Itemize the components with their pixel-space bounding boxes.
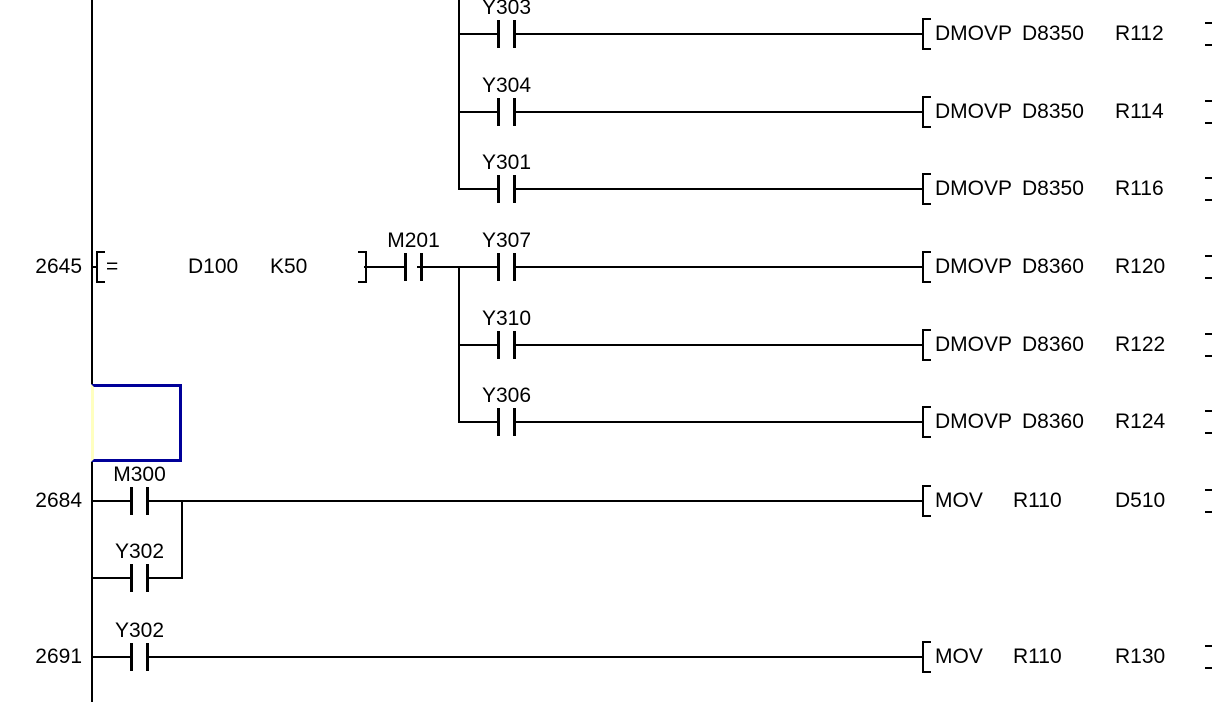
wire	[91, 577, 133, 579]
close-bracket-icon	[1205, 645, 1212, 669]
close-bracket-icon	[1205, 100, 1212, 124]
close-bracket-icon	[1205, 255, 1212, 279]
branch-line-rung-2684	[181, 500, 183, 579]
contact-label: M201	[387, 229, 440, 252]
instruction-opcode: MOV	[935, 645, 983, 668]
instruction-operand1: R110	[1013, 489, 1062, 512]
wire	[458, 111, 500, 113]
step-number: 2684	[35, 489, 82, 512]
wire	[513, 421, 923, 423]
wire	[146, 656, 923, 658]
contact-label: Y304	[481, 74, 532, 97]
instruction-operand1: D8360	[1022, 255, 1084, 278]
wire	[146, 500, 923, 502]
contact-y304[interactable]: Y304	[482, 74, 531, 126]
wire	[458, 33, 500, 35]
instruction-operand2: R116	[1115, 177, 1164, 200]
instruction-opcode: DMOVP	[935, 333, 1013, 356]
left-bus-bar	[91, 0, 93, 702]
contact-label: Y301	[481, 151, 532, 174]
wire	[146, 577, 183, 579]
contact-y306[interactable]: Y306	[482, 384, 531, 436]
instruction-operand1: R110	[1013, 645, 1062, 668]
instruction-opcode: DMOVP	[935, 100, 1013, 123]
wire	[364, 266, 406, 268]
open-bracket-icon	[922, 329, 931, 361]
instruction-cell[interactable]: DMOVP D8350 R112	[922, 18, 1212, 50]
wire	[513, 33, 923, 35]
instruction-opcode: DMOVP	[935, 255, 1013, 278]
instruction-operand1: D8360	[1022, 333, 1084, 356]
contact-y310[interactable]: Y310	[482, 307, 531, 359]
open-bracket-icon	[922, 18, 931, 50]
instruction-cell[interactable]: MOV R110 R130	[922, 641, 1212, 673]
contact-label: Y302	[114, 619, 165, 642]
wire	[513, 188, 923, 190]
contact-label: M300	[113, 463, 166, 486]
step-number: 2691	[35, 645, 82, 668]
wire	[458, 344, 500, 346]
instruction-opcode: DMOVP	[935, 177, 1013, 200]
open-bracket-icon	[922, 251, 931, 283]
open-bracket-icon	[922, 406, 931, 438]
instruction-operand2: D510	[1115, 489, 1166, 512]
instruction-operand1: D8350	[1022, 100, 1084, 123]
compare-operator: =	[106, 255, 119, 278]
contact-label: Y307	[481, 229, 532, 252]
compare-instruction-cell[interactable]: = D100 K50	[96, 251, 367, 283]
instruction-operand2: R122	[1115, 333, 1166, 356]
selection-cursor[interactable]	[91, 384, 182, 462]
open-bracket-icon	[922, 641, 931, 673]
instruction-opcode: DMOVP	[935, 410, 1013, 433]
open-bracket-icon	[922, 96, 931, 128]
open-bracket-icon	[922, 485, 931, 517]
contact-label: Y310	[481, 307, 532, 330]
close-bracket-icon	[1205, 333, 1212, 357]
open-bracket-icon	[922, 173, 931, 205]
contact-label: Y303	[481, 0, 532, 19]
contact-y303[interactable]: Y303	[482, 0, 531, 48]
instruction-operand2: R114	[1115, 100, 1164, 123]
instruction-cell[interactable]: DMOVP D8360 R122	[922, 329, 1212, 361]
wire	[513, 266, 923, 268]
branch-line-upper-rung	[458, 0, 460, 190]
instruction-operand2: R112	[1115, 22, 1164, 45]
close-bracket-icon	[1205, 177, 1212, 201]
instruction-cell[interactable]: DMOVP D8350 R116	[922, 173, 1212, 205]
close-bracket-icon	[1205, 489, 1212, 513]
instruction-operand2: R130	[1115, 645, 1166, 668]
open-bracket-icon	[96, 251, 105, 283]
wire	[513, 111, 923, 113]
instruction-opcode: DMOVP	[935, 22, 1013, 45]
instruction-operand1: D8350	[1022, 22, 1084, 45]
contact-y301[interactable]: Y301	[482, 151, 531, 203]
wire	[91, 500, 133, 502]
compare-operand2: K50	[270, 255, 308, 278]
instruction-cell[interactable]: DMOVP D8360 R120	[922, 251, 1212, 283]
instruction-cell[interactable]: DMOVP D8350 R114	[922, 96, 1212, 128]
wire	[91, 656, 133, 658]
instruction-operand1: D8350	[1022, 177, 1084, 200]
instruction-opcode: MOV	[935, 489, 983, 512]
instruction-operand1: D8360	[1022, 410, 1084, 433]
contact-label: Y302	[114, 540, 165, 563]
instruction-cell[interactable]: DMOVP D8360 R124	[922, 406, 1212, 438]
wire	[417, 266, 500, 268]
wire	[458, 188, 500, 190]
compare-operand1: D100	[188, 255, 239, 278]
close-bracket-icon	[1205, 410, 1212, 434]
step-number: 2645	[35, 255, 82, 278]
instruction-operand2: R120	[1115, 255, 1166, 278]
wire	[513, 344, 923, 346]
instruction-operand2: R124	[1115, 410, 1166, 433]
instruction-cell[interactable]: MOV R110 D510	[922, 485, 1212, 517]
contact-label: Y306	[481, 384, 532, 407]
wire	[91, 266, 98, 268]
close-bracket-icon	[1205, 22, 1212, 46]
wire	[458, 421, 500, 423]
